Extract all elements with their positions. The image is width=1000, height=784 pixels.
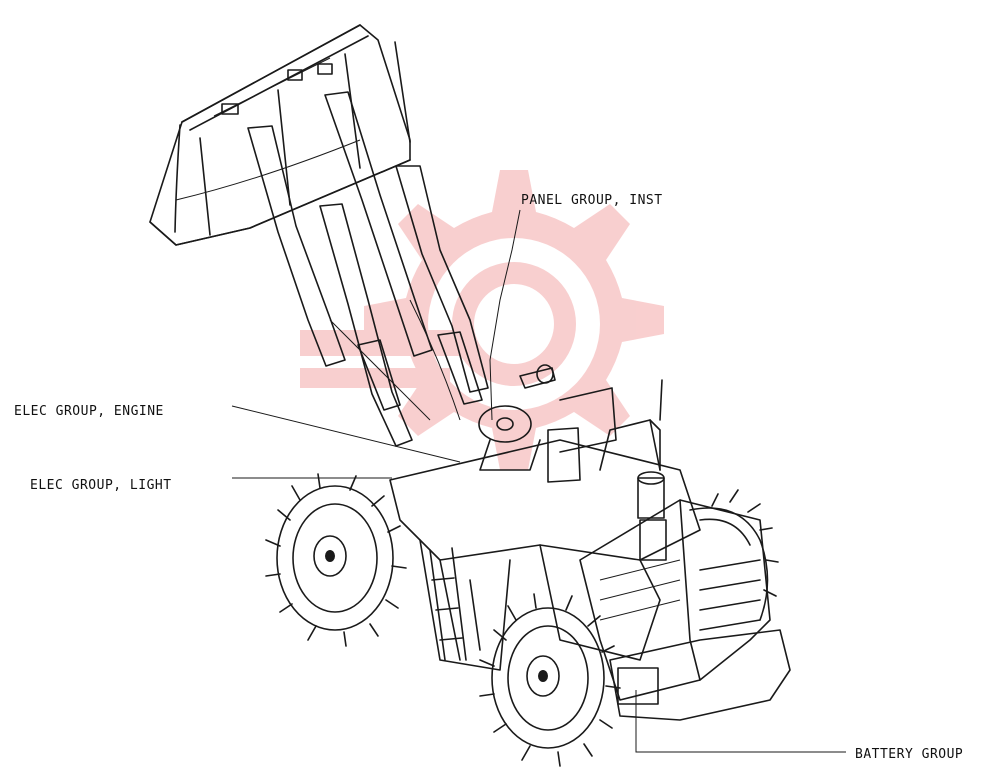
lift-arms [247, 91, 489, 447]
bucket [149, 24, 411, 246]
step-ladder [429, 547, 467, 661]
leader-battery [635, 690, 846, 753]
cab-steering-area [478, 364, 617, 483]
leader-elec-engine [231, 405, 461, 463]
rear-wheel [689, 489, 779, 621]
leader-lines [231, 209, 846, 753]
frame-body [389, 379, 701, 671]
watermark-gear-icon [300, 170, 664, 470]
leader-panel-inst [489, 209, 521, 421]
front-left-wheel [265, 473, 407, 647]
callout-battery-group: BATTERY GROUP [855, 747, 964, 762]
callout-elec-group-light: ELEC GROUP, LIGHT [30, 478, 172, 493]
engine-radiator [579, 499, 791, 721]
callout-panel-group-inst: PANEL GROUP, INST [521, 193, 663, 208]
front-right-wheel [479, 593, 621, 767]
callout-elec-group-engine: ELEC GROUP, ENGINE [14, 404, 164, 419]
